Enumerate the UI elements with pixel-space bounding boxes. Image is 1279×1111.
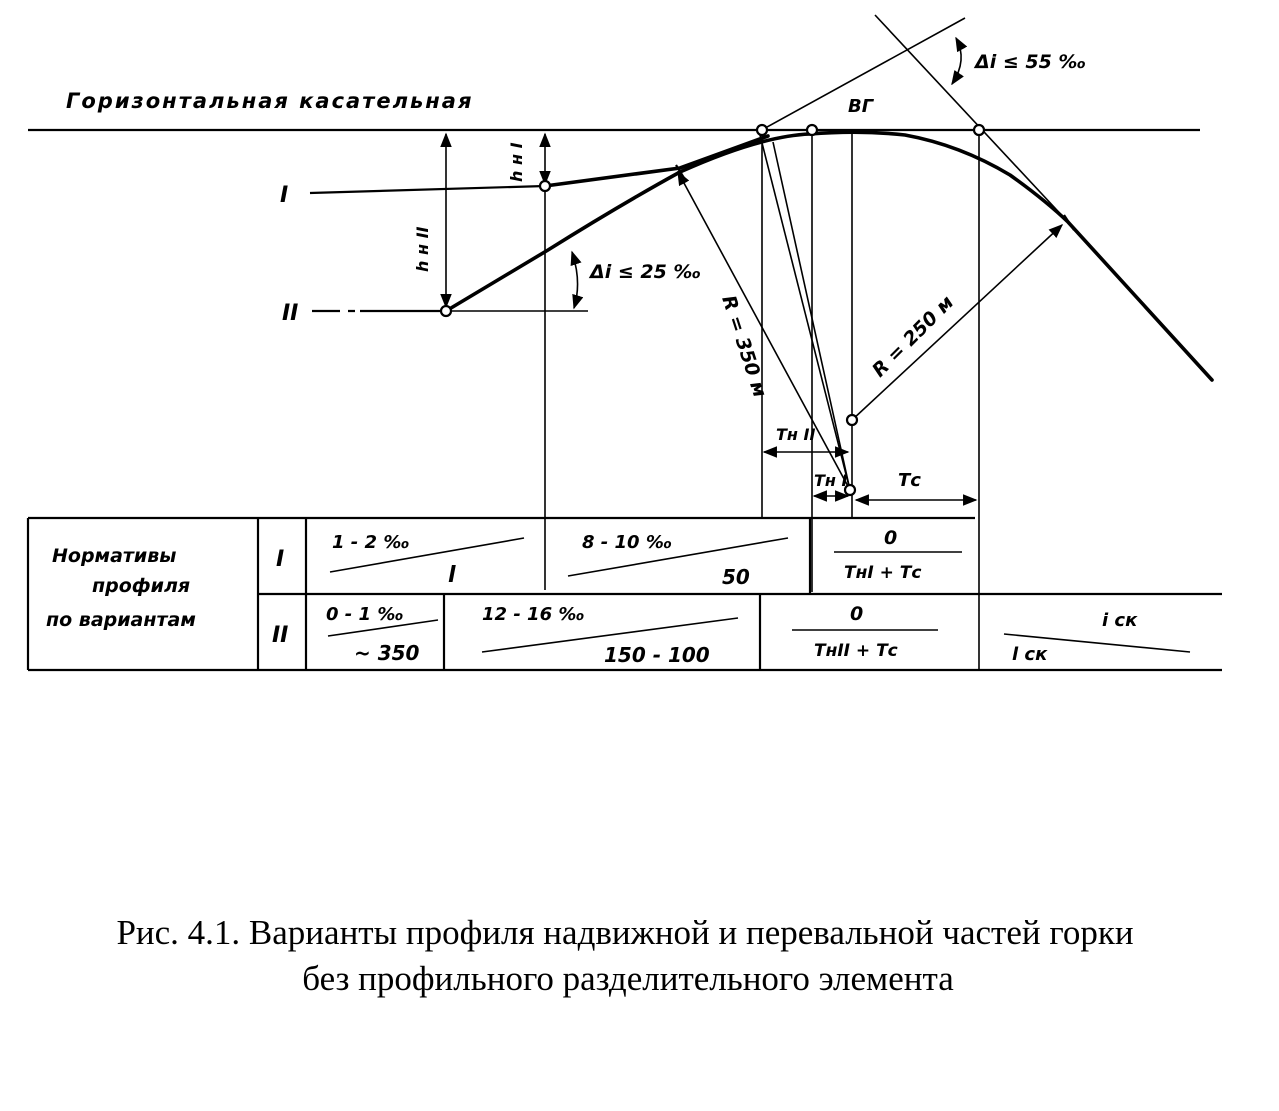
row-II-seg4-length: l ск [1012, 644, 1048, 665]
table-row-I-variant: I [276, 547, 284, 572]
point-center-350 [843, 483, 857, 497]
row-I-seg2-length: 50 [722, 565, 750, 589]
slope-55-arc [951, 36, 968, 86]
table-row-II-variant: II [272, 623, 288, 648]
point-II-start [439, 304, 453, 318]
slope-25-label: Δi ≤ 25 ‰ [588, 261, 701, 283]
radius-250-line [851, 224, 1064, 421]
row-I-seg2-slope [567, 537, 789, 577]
variant-II-label: II [282, 301, 298, 326]
tangent-line-upper [757, 17, 966, 133]
table-header-line-1: Нормативы [52, 545, 176, 567]
vg-label: ВГ [848, 96, 875, 117]
variant-I-line [309, 184, 546, 195]
tick-mark-1 [675, 164, 685, 179]
row-II-seg4-grade: i ск [1102, 610, 1138, 631]
variant-II-profile [444, 130, 1214, 382]
row-II-seg3-length: TнII + Tс [814, 641, 898, 661]
row-I-seg2-grade: 8 - 10 ‰ [582, 532, 672, 553]
slope-55-label: Δi ≤ 55 ‰ [973, 51, 1086, 73]
table-header-line-3: по вариантам [46, 609, 196, 631]
variant-I-label: I [280, 183, 288, 208]
row-II-seg2-slope [481, 617, 739, 653]
variant-I-profile [543, 134, 770, 188]
row-II-seg1-slope [327, 619, 439, 637]
point-I-break [538, 179, 552, 193]
point-center-250 [845, 413, 859, 427]
radius-350-line-3 [759, 134, 851, 491]
row-I-seg1-length: l [448, 563, 456, 588]
row-I-seg3-grade: 0 [884, 527, 897, 549]
radius-350-line [677, 170, 851, 491]
row-I-seg1-grade: 1 - 2 ‰ [332, 532, 410, 553]
row-II-seg4-slope [1003, 633, 1191, 653]
row-II-seg2-grade: 12 - 16 ‰ [482, 604, 585, 625]
row-I-seg1-slope [329, 537, 525, 573]
point-tangent-c [972, 123, 986, 137]
row-II-seg1-length: ~ 350 [354, 641, 420, 665]
horizontal-tangent-label: Горизонтальная касательная [66, 89, 473, 113]
row-II-seg2-length: 150 - 100 [604, 643, 710, 667]
point-tangent-a [755, 123, 769, 137]
radius-250-label: R = 250 м [868, 291, 958, 381]
h-n2-label: h н II [413, 226, 432, 272]
row-II-seg1-grade: 0 - 1 ‰ [326, 604, 404, 625]
h-n1-label: h н I [507, 142, 526, 182]
table-header-line-2: профиля [92, 575, 190, 597]
row-I-seg3-length: TнI + Tс [844, 563, 921, 583]
profile-norms-table: Нормативы профиля по вариантам I II 1 - … [26, 516, 1222, 672]
T-n1-label: Tн I [814, 471, 848, 490]
point-tangent-b [805, 123, 819, 137]
row-II-seg3-grade: 0 [850, 603, 863, 625]
figure-caption-line-2: без профильного разделительного элемента [302, 959, 954, 998]
tangent-line-descent [874, 14, 1069, 223]
T-c-label: Tс [898, 470, 921, 491]
slope-25-arc [570, 250, 584, 310]
figure-caption-line-1: Рис. 4.1. Варианты профиля надвижной и п… [116, 913, 1133, 952]
radius-350-line-2 [772, 141, 851, 491]
tick-mark-2 [1063, 214, 1075, 231]
T-n2-label: Tн II [776, 425, 815, 444]
